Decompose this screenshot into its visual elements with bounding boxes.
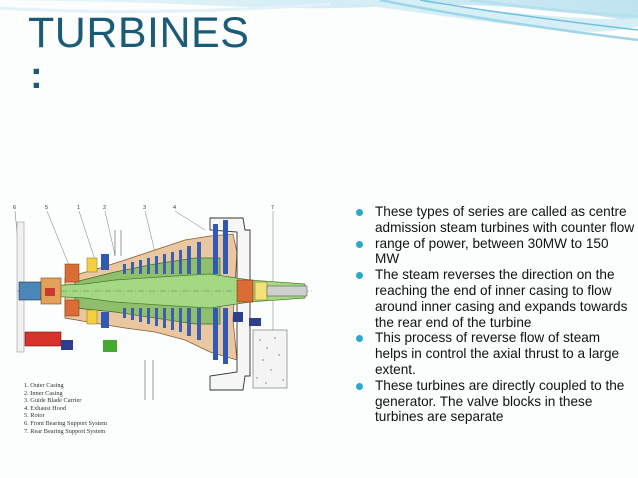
diagram-legend: 1. Outer Casing 2. Inner Casing 3. Guide…	[24, 382, 107, 435]
legend-item: 7. Rear Bearing Support System	[24, 427, 106, 435]
bullet-item: These turbines are directly coupled to t…	[355, 378, 635, 425]
exhaust-hood	[209, 217, 251, 391]
legend-item: 2. Inner Casing	[24, 389, 63, 397]
bullet-marker	[356, 382, 363, 390]
bullet-text: These turbines are directly coupled to t…	[375, 377, 625, 425]
bullet-item: This process of reverse flow of steam he…	[355, 330, 635, 377]
legend-item: 5. Rotor	[24, 412, 45, 420]
bullet-item: range of power, between 30MW to 150 MW	[355, 236, 635, 268]
bullet-marker	[356, 335, 363, 343]
legend-item: 6. Front Bearing Support System	[24, 419, 108, 427]
bullet-item: The steam reverses the direction on the …	[355, 267, 635, 330]
slide-title: TURBINES	[28, 9, 250, 57]
blade-stages	[123, 242, 201, 340]
callout-5: 5	[45, 205, 48, 211]
pipe-outlines	[114, 230, 154, 400]
callout-6: 6	[13, 205, 16, 211]
callout-numbers: 6 5 1 2 3 4 7	[13, 205, 274, 211]
legend-item: 4. Exhaust Hood	[24, 404, 67, 412]
bullet-item: These types of series are called as cent…	[355, 204, 635, 236]
bullet-text: These types of series are called as cent…	[375, 204, 635, 235]
front-bearing-support	[18, 263, 80, 350]
turbine-cross-section-diagram: 6 5 1 2 3 4 7	[13, 205, 313, 400]
legend-item: 1. Outer Casing	[24, 382, 64, 389]
callout-4: 4	[173, 205, 176, 211]
callout-2: 2	[103, 205, 106, 211]
legend-item: 3. Guide Blade Carrier	[24, 397, 82, 405]
bullet-marker	[356, 209, 363, 216]
bullet-marker	[356, 240, 363, 248]
callout-7: 7	[271, 205, 274, 211]
guide-blade-carrier	[86, 254, 117, 352]
exhaust-last-stage-blades	[213, 220, 228, 364]
rear-bearing-support	[233, 279, 308, 326]
slide-title-colon: :	[30, 55, 43, 97]
callout-1: 1	[77, 205, 80, 211]
bullet-marker	[356, 272, 363, 280]
bullet-text: The steam reverses the direction on the …	[375, 267, 628, 330]
bullet-list: These types of series are called as cent…	[355, 204, 635, 425]
bullet-text: range of power, between 30MW to 150 MW	[375, 235, 609, 267]
decorative-waves	[0, 0, 638, 42]
bullet-text: This process of reverse flow of steam he…	[375, 330, 620, 377]
callout-3: 3	[143, 205, 146, 211]
